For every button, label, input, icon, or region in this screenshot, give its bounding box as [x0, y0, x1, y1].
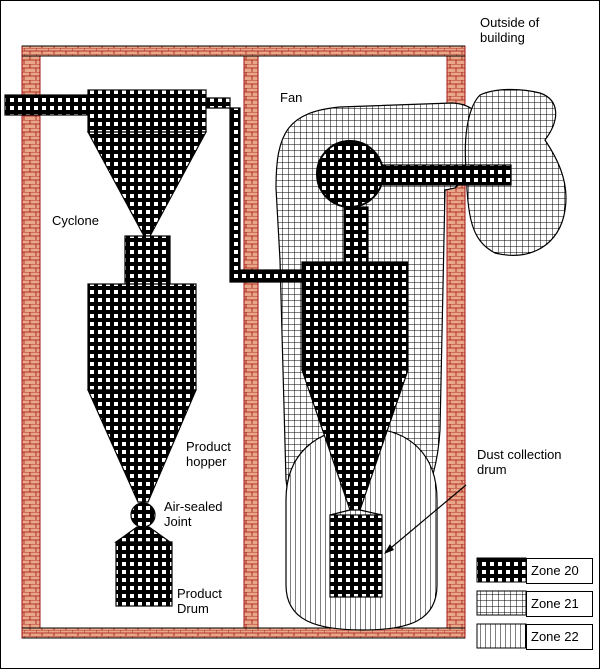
left-wall: [21, 55, 41, 629]
fan-exhaust-duct: [382, 164, 512, 186]
building-walls: [21, 45, 466, 639]
product-drum-label: Product Drum: [177, 586, 222, 616]
cyclone-lower-chamber: [124, 235, 171, 285]
legend-swatches: [476, 557, 527, 649]
legend-zone21: Zone 21: [526, 591, 593, 617]
air-sealed-joint-shape: [130, 502, 156, 528]
air-sealed-joint-line-1: Air-sealed: [164, 499, 223, 514]
middle-wall: [243, 55, 259, 629]
product-drum-line-1: Product: [177, 586, 222, 601]
product-hopper-line-1: Product: [186, 439, 231, 454]
zone21-pattern: [476, 590, 527, 616]
legend-zone20: Zone 20: [526, 558, 593, 584]
air-sealed-joint-label: Air-sealed Joint: [164, 499, 223, 529]
floor-wall: [21, 627, 466, 639]
air-sealed-joint-line-2: Joint: [164, 514, 192, 529]
product-hopper-cone: [87, 389, 197, 503]
dust-collector-housing: [301, 261, 409, 371]
outside-building-label: Outside of building: [480, 15, 539, 45]
product-drum-shape: [115, 541, 173, 607]
dust-drum-pointer: [384, 484, 467, 554]
cyclone-label: Cyclone: [52, 213, 99, 228]
outside-line-1: Outside of: [480, 15, 540, 30]
product-hopper-box: [87, 283, 197, 391]
zone20-pattern: [476, 557, 527, 583]
roof-wall: [21, 45, 466, 57]
legend-zone22: Zone 22: [526, 624, 593, 650]
fan-shape: [316, 140, 384, 208]
dust-collection-drum-shape: [329, 514, 383, 598]
cyclone-body: [87, 89, 207, 133]
zone22-pattern: [476, 623, 527, 649]
product-hopper-line-2: hopper: [186, 454, 227, 469]
cyclone-assembly: [4, 89, 303, 607]
fan-to-collector-duct: [343, 206, 369, 264]
joint-to-drum-cone: [114, 526, 172, 543]
inlet-duct: [4, 94, 91, 116]
fan-label: Fan: [280, 90, 303, 105]
product-hopper-label: Product hopper: [186, 439, 231, 469]
dust-collection-line-1: Dust collection: [477, 447, 562, 462]
cyclone-cone: [86, 131, 208, 237]
dust-collection-drum-label: Dust collection drum: [477, 447, 562, 477]
product-drum-line-2: Drum: [177, 601, 209, 616]
dust-collection-line-2: drum: [477, 462, 507, 477]
outside-line-2: building: [480, 30, 525, 45]
collector-assembly: [301, 140, 512, 598]
